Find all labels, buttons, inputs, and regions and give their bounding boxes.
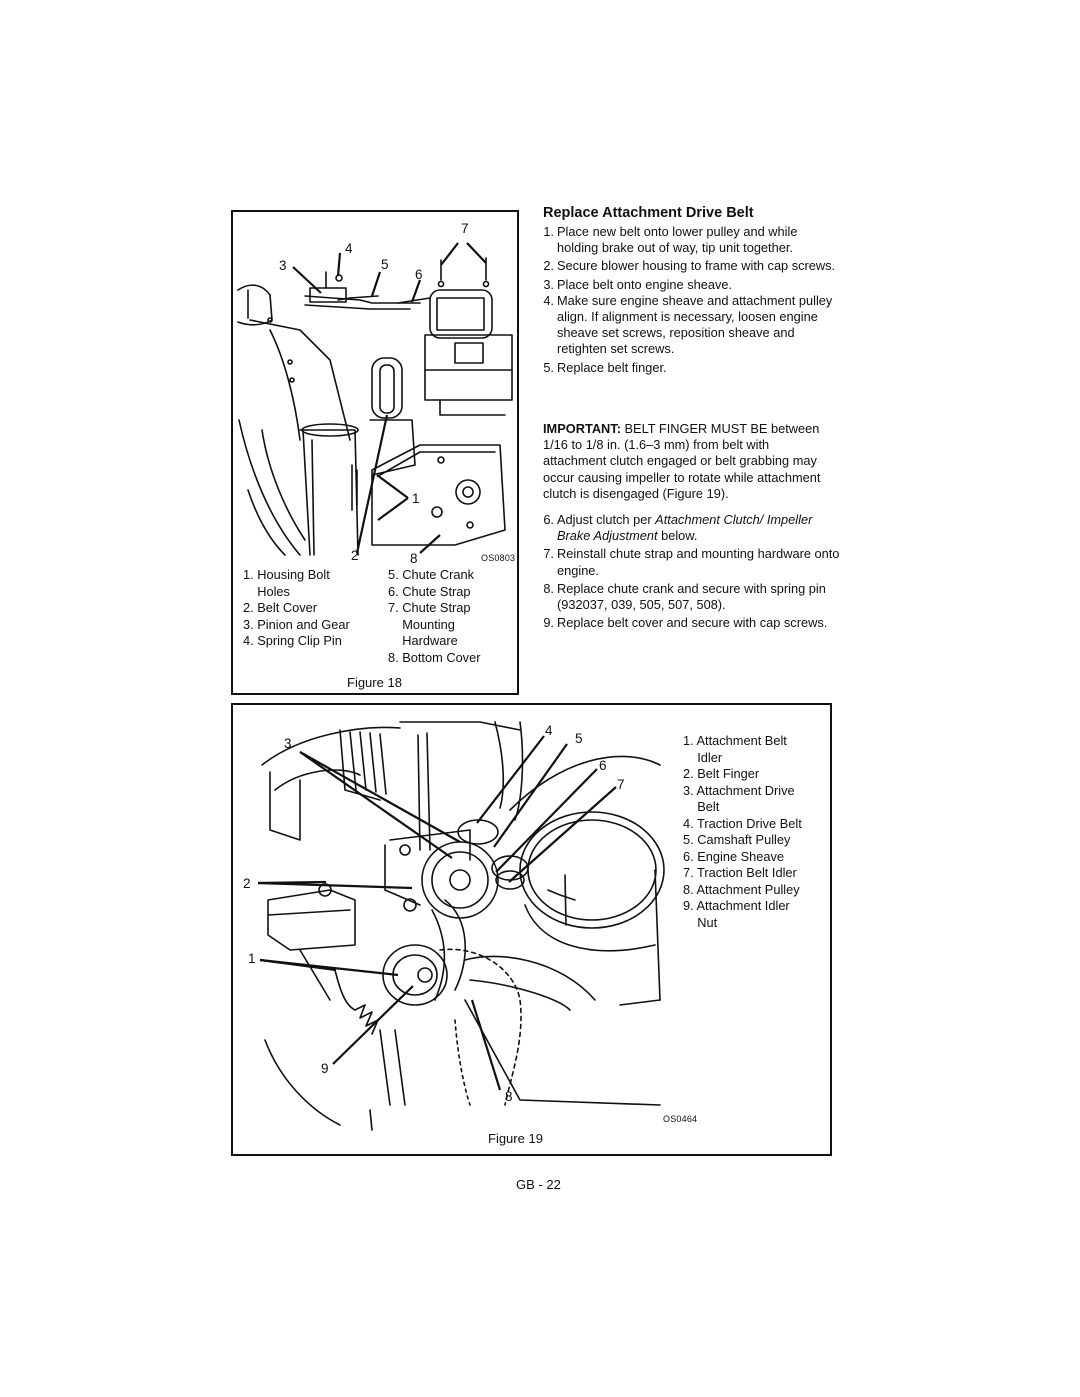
step-text: Make sure engine sheave and attachment p… [557,292,833,357]
legend-item: 6. Chute Strap [388,583,471,599]
fig19-callout-3: 3 [284,736,292,751]
legend-item: 3. Attachment Drive [683,782,795,798]
step-number: 6. [543,512,554,527]
fig19-callout-8: 8 [505,1089,513,1104]
legend-item: 5. Camshaft Pulley [683,832,791,847]
legend-item: 9. Attachment Idler [683,898,790,913]
legend-item: 2. Belt Finger [683,766,760,781]
legend-item: 6. Engine Sheave [683,848,785,864]
fig19-drawing-code: OS0464 [663,1114,698,1124]
fig19-callout-9: 9 [321,1061,329,1076]
figure-18-caption: Figure 18 [347,675,402,690]
step-1: 1.Place new belt onto lower pulley and w… [540,224,840,256]
fig18-callout-7: 7 [461,221,469,236]
fig19-callout-2: 2 [243,876,251,891]
fig19-callout-4: 4 [545,723,553,738]
step-text: Replace chute crank and secure with spri… [557,580,826,613]
legend-item: 8. Attachment Pulley [683,881,800,897]
legend-item: Hardware [388,633,458,648]
legend-item: Mounting [388,616,455,632]
step-7: 7.Reinstall chute strap and mounting har… [540,546,840,578]
legend-item: 7. Chute Strap [388,600,471,615]
fig18-callout-2: 2 [351,548,359,563]
fig18-callout-3: 3 [279,258,287,273]
step-number: 7. [543,546,554,562]
legend-item: 7. Traction Belt Idler [683,865,797,880]
step-text: below. [657,528,698,544]
step-number: 5. [543,359,554,375]
legend-item: 1. Housing Bolt [243,567,330,582]
step-2: 2.Secure blower housing to frame with ca… [540,258,840,274]
step-text: Reinstall chute strap and mounting hardw… [557,546,840,578]
fig19-callout-6: 6 [599,758,607,773]
step-text: Replace belt cover and secure with cap s… [557,615,828,631]
cross-reference: Attachment Clutch/ Impeller Brake Adjust… [557,512,813,544]
legend-item: 8. Bottom Cover [388,649,481,665]
fig19-legend: 1. Attachment Belt Idler 2. Belt Finger … [683,733,802,931]
steps-list-b: 6.Adjust clutch per Attachment Clutch/ I… [540,512,840,631]
step-text: Place belt onto engine sheave. [557,276,733,292]
fig19-callout-1: 1 [248,951,256,966]
legend-item: 2. Belt Cover [243,600,317,615]
steps-list-a: 1.Place new belt onto lower pulley and w… [540,224,840,376]
step-5: 5.Replace belt finger. [540,360,840,376]
important-text: BELT FINGER MUST BE between 1/16 to 1/8 … [543,421,821,501]
step-text: Place new belt onto lower pulley and whi… [557,224,798,256]
step-number: 4. [543,292,554,308]
page-number: GB - 22 [516,1177,561,1192]
fig18-callout-6: 6 [415,267,423,282]
section-heading: Replace Attachment Drive Belt [543,205,754,221]
legend-item: 4. Traction Drive Belt [683,815,802,831]
step-text: Secure blower housing to frame with cap … [557,258,836,274]
fig18-legend-right: 5. Chute Crank 6. Chute Strap 7. Chute S… [388,567,480,666]
fig18-callout-4: 4 [345,241,353,256]
fig18-drawing-code: OS0803 [481,553,516,563]
step-number: 3. [543,276,554,292]
step-text: Adjust clutch per [557,512,656,527]
step-9: 9.Replace belt cover and secure with cap… [540,615,840,631]
legend-item: Belt [683,799,720,814]
step-number: 1. [543,224,554,239]
fig18-legend-left: 1. Housing Bolt Holes 2. Belt Cover 3. P… [243,567,350,650]
step-8: 8.Replace chute crank and secure with sp… [540,581,840,613]
legend-item: Holes [243,583,290,599]
step-6: 6.Adjust clutch per Attachment Clutch/ I… [540,512,840,544]
step-number: 2. [543,258,554,274]
figure-19-caption: Figure 19 [488,1131,543,1146]
legend-item: Idler [683,749,723,765]
fig18-callout-1: 1 [412,491,420,506]
legend-item: 5. Chute Crank [388,567,475,582]
figure-19-box [231,703,832,1156]
legend-item: 1. Attachment Belt [683,733,787,748]
step-3: 3.Place belt onto engine sheave. [540,277,840,293]
legend-item: Nut [683,914,718,930]
important-label: IMPORTANT: [543,421,621,436]
fig19-callout-5: 5 [575,731,583,746]
fig19-callout-7: 7 [617,777,625,792]
legend-item: 3. Pinion and Gear [243,616,350,632]
step-text: Replace belt finger. [557,359,667,375]
step-number: 8. [543,580,554,596]
fig18-callout-5: 5 [381,257,389,272]
step-4: 4.Make sure engine sheave and attachment… [540,293,840,358]
step-number: 9. [543,615,554,631]
fig18-callout-8: 8 [410,551,418,566]
important-note: IMPORTANT: BELT FINGER MUST BE between 1… [543,421,835,502]
legend-item: 4. Spring Clip Pin [243,633,342,648]
